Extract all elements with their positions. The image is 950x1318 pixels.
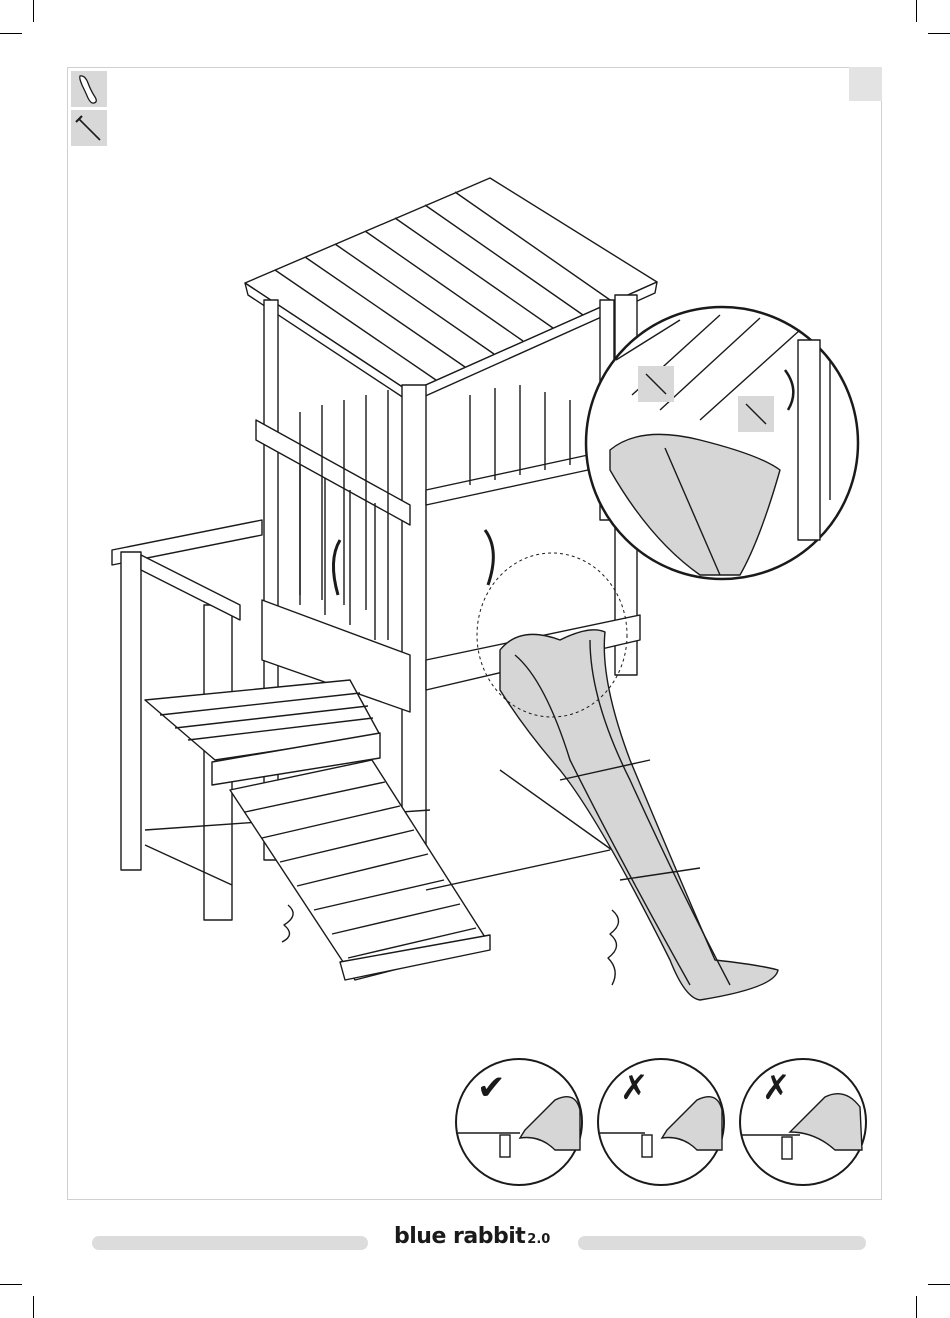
check-mark-correct: ✔: [477, 1068, 506, 1108]
footer-bar-right: [578, 1236, 866, 1250]
cross-mark-incorrect: ✗: [620, 1068, 649, 1108]
cross-mark-incorrect: ✗: [762, 1068, 791, 1108]
brand-name: blue rabbit: [394, 1224, 525, 1249]
brand-version: 2.0: [527, 1232, 550, 1247]
footer-bar-left: [92, 1236, 368, 1250]
